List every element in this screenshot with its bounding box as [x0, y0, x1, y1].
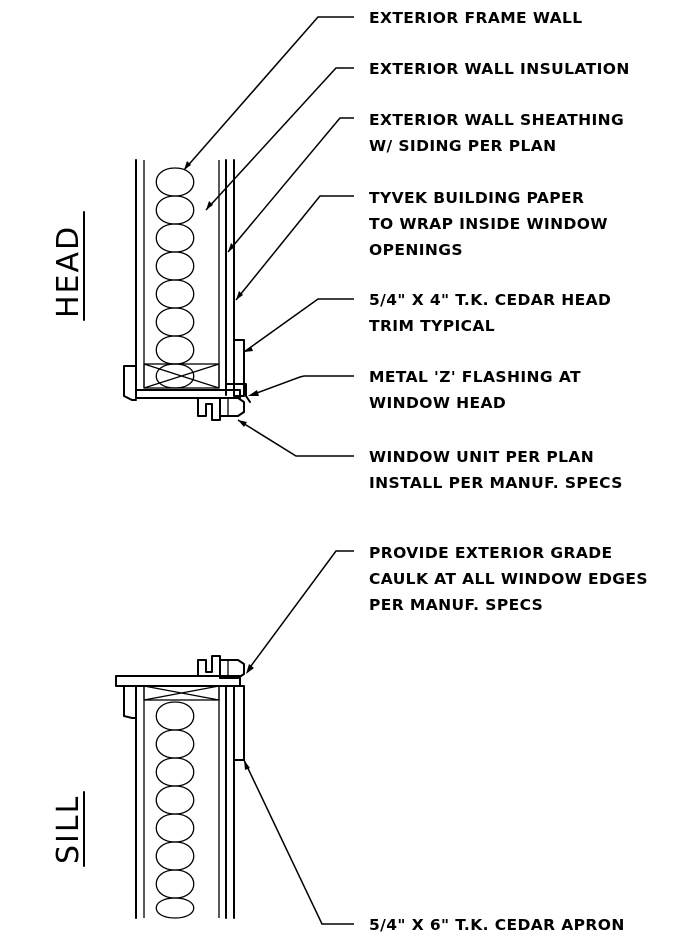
head-notes: EXTERIOR FRAME WALL EXTERIOR WALL INSULA… [369, 9, 630, 492]
head-insulation-batt-right [155, 167, 195, 389]
note-tyvek-building-paper: TYVEK BUILDING PAPER TO WRAP INSIDE WIND… [369, 189, 614, 259]
sill-plate [143, 685, 220, 701]
note-exterior-wall-insulation: EXTERIOR WALL INSULATION [369, 60, 630, 78]
head-window-jamb [135, 389, 241, 399]
note-metal-z-flashing: METAL 'Z' FLASHING AT WINDOW HEAD [369, 368, 587, 412]
head-z-flashing [225, 383, 251, 403]
note-exterior-grade-caulk: PROVIDE EXTERIOR GRADE CAULK AT ALL WIND… [369, 544, 654, 614]
head-cedar-trim [233, 339, 245, 397]
head-window-unit [197, 397, 245, 421]
sill-window-unit [197, 655, 245, 679]
note-exterior-frame-wall: EXTERIOR FRAME WALL [369, 9, 583, 27]
sill-interior-apron [123, 685, 137, 719]
head-header-block [143, 363, 220, 389]
head-section-title: HEAD [51, 225, 86, 318]
head-interior-casing [123, 365, 137, 401]
note-cedar-apron: 5/4" X 6" T.K. CEDAR APRON [369, 916, 625, 934]
note-cedar-head-trim: 5/4" X 4" T.K. CEDAR HEAD TRIM TYPICAL [369, 291, 617, 335]
sill-section-title: SILL [51, 795, 86, 864]
sill-insulation-batt-right [155, 701, 195, 919]
sill-leaders [243, 550, 354, 925]
head-leaders [183, 16, 354, 457]
note-window-unit: WINDOW UNIT PER PLAN INSTALL PER MANUF. … [369, 448, 623, 492]
sill-section: SILL [51, 655, 245, 919]
note-exterior-wall-sheathing: EXTERIOR WALL SHEATHING W/ SIDING PER PL… [369, 111, 630, 155]
sill-notes: PROVIDE EXTERIOR GRADE CAULK AT ALL WIND… [369, 544, 654, 934]
sill-cedar-apron [233, 685, 245, 761]
head-insulation-batt [155, 167, 195, 389]
head-section: HEAD [51, 159, 251, 421]
